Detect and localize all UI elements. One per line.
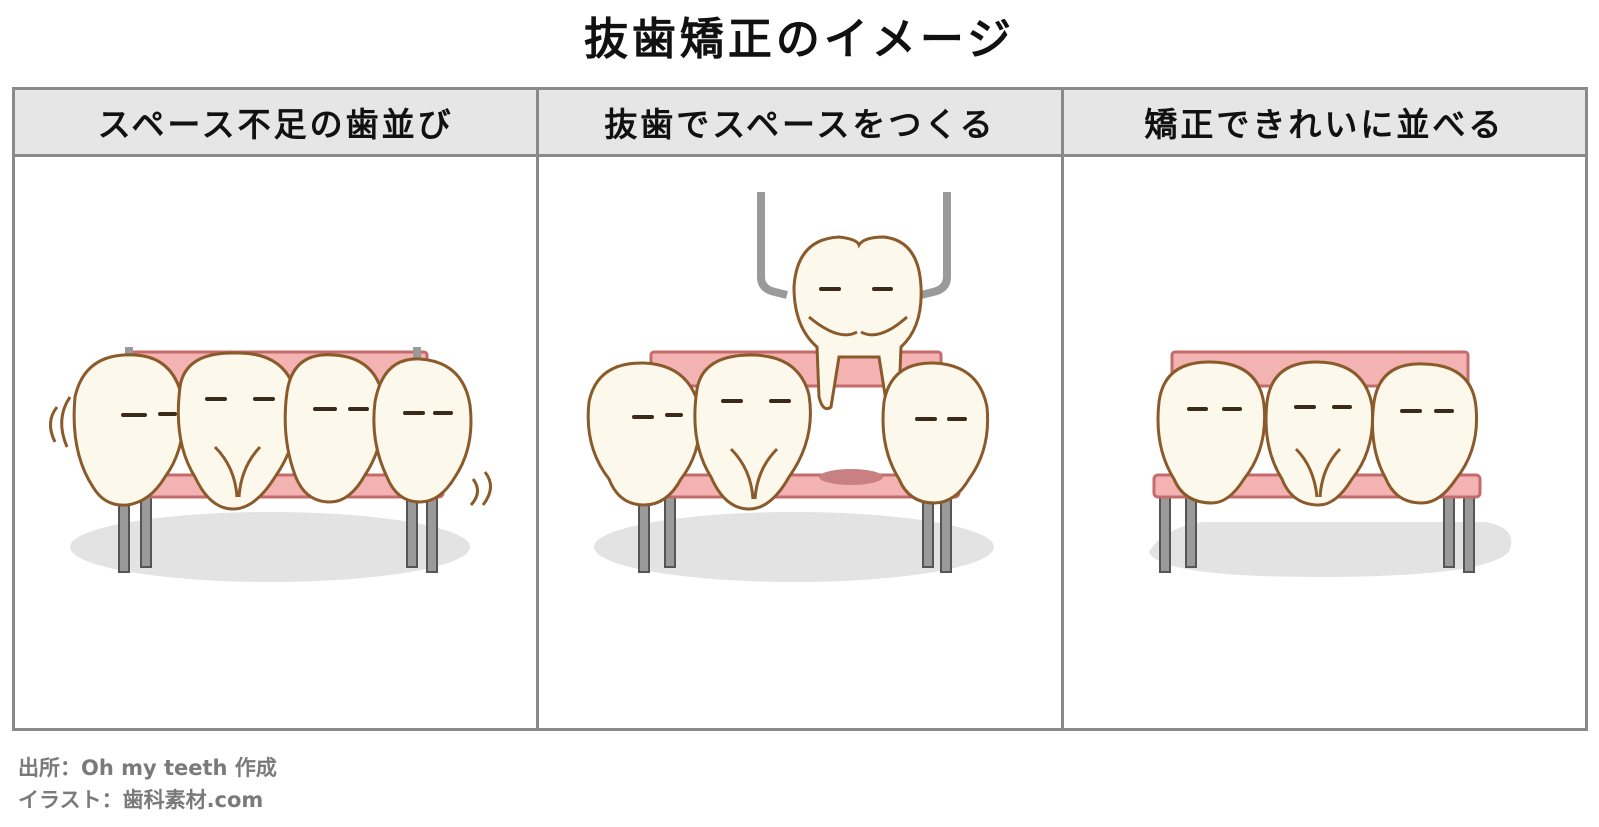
empty-seat-mark bbox=[819, 469, 884, 485]
panel-body-extraction bbox=[539, 157, 1060, 728]
tooth-3 bbox=[283, 353, 386, 504]
tooth-2 bbox=[1264, 360, 1374, 507]
tooth-1 bbox=[72, 353, 186, 507]
credits: 出所：Oh my teeth 作成 イラスト：歯科素材.com bbox=[18, 752, 277, 816]
aligned-illustration bbox=[1148, 350, 1511, 577]
bench-shadow bbox=[594, 512, 995, 582]
bench-leg bbox=[664, 496, 677, 568]
bench-leg bbox=[426, 491, 438, 573]
bench-leg bbox=[406, 496, 418, 568]
bench-leg bbox=[1442, 496, 1455, 568]
bench-shadow bbox=[70, 512, 470, 582]
wiggle-mark bbox=[469, 478, 479, 507]
forceps-right-arm bbox=[920, 192, 952, 299]
panel-header-crowded: スペース不足の歯並び bbox=[15, 90, 537, 157]
bench-leg bbox=[1184, 496, 1197, 568]
panel-strip: スペース不足の歯並び bbox=[12, 87, 1588, 731]
bench-shadow bbox=[1148, 522, 1511, 577]
tooth-1 bbox=[1156, 360, 1266, 505]
tooth-1 bbox=[587, 361, 702, 507]
credit-illustration: イラスト：歯科素材.com bbox=[18, 788, 264, 812]
tooth-2 bbox=[693, 353, 813, 511]
extraction-illustration bbox=[587, 192, 995, 582]
credit-source: 出所：Oh my teeth 作成 bbox=[18, 756, 277, 780]
forceps-left-arm bbox=[757, 192, 789, 299]
panel-header-extraction: 抜歯でスペースをつくる bbox=[539, 90, 1061, 157]
panel-body-aligned bbox=[1064, 157, 1585, 728]
panel-header-aligned: 矯正できれいに並べる bbox=[1063, 90, 1585, 157]
bench-leg bbox=[140, 496, 152, 568]
panel-aligned: 矯正できれいに並べる bbox=[1063, 90, 1585, 728]
wiggle-mark bbox=[60, 396, 72, 448]
panel-extraction: 抜歯でスペースをつくる bbox=[539, 90, 1064, 728]
page-title: 抜歯矯正のイメージ bbox=[583, 14, 1016, 65]
bench-leg bbox=[940, 491, 953, 573]
tooth-extracted bbox=[792, 235, 923, 411]
crowded-illustration bbox=[49, 347, 492, 582]
tooth-3 bbox=[881, 361, 990, 505]
tooth-4 bbox=[372, 357, 473, 504]
tooth-3 bbox=[1370, 362, 1478, 505]
panel-body-crowded bbox=[15, 157, 536, 728]
bench-leg bbox=[1462, 491, 1475, 573]
panel-crowded: スペース不足の歯並び bbox=[15, 90, 540, 728]
bench-leg bbox=[922, 496, 935, 568]
bench-leg bbox=[1158, 491, 1171, 573]
bench-post bbox=[125, 347, 133, 359]
wiggle-mark bbox=[49, 406, 59, 443]
bench-post bbox=[413, 347, 421, 359]
tooth-2 bbox=[176, 351, 299, 511]
wiggle-mark bbox=[481, 471, 492, 506]
